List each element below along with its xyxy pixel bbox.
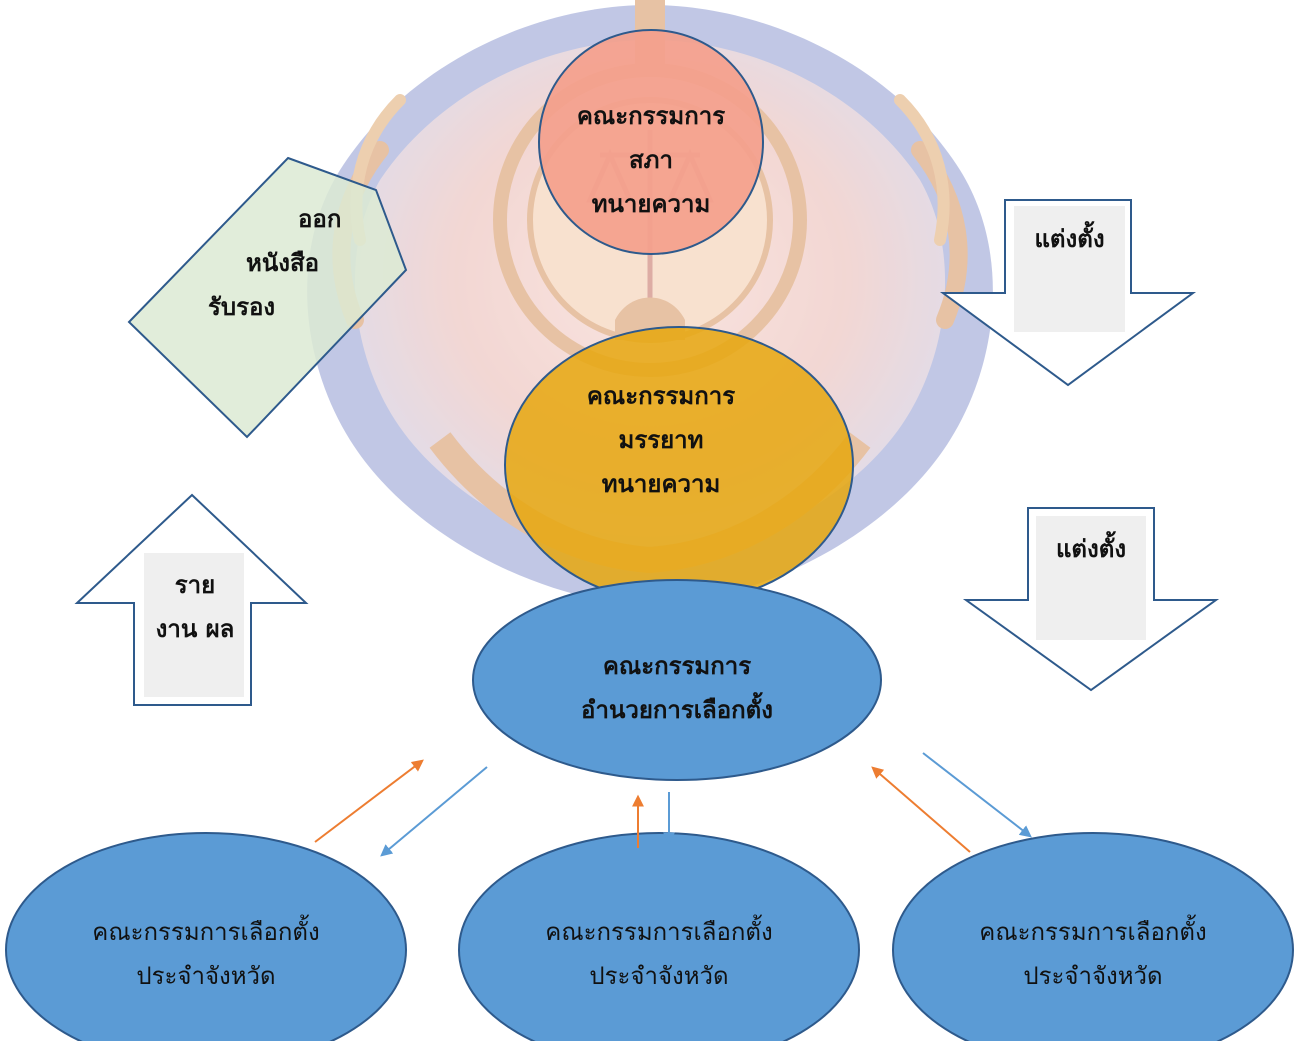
report-up-arrow-left [314,759,424,843]
report-arrow-box [144,553,244,697]
council-label: คณะกรรมการ สภา ทนายความ [576,102,726,218]
province-label-2: คณะกรรมการเลือกตั้ง ประจำจังหวัด [545,918,773,990]
report-arrow-label: ราย งาน ผล [155,571,235,643]
report-up-arrow-right [871,766,971,853]
director-label: คณะกรรมการ อำนวยการเลือกตั้ง [581,652,773,724]
province-ellipse-1 [5,832,407,1041]
ethics-label: คณะกรรมการ มรรยาท ทนายความ [586,382,736,498]
appoint-arrow-1-label: แต่งตั้ง [1034,225,1105,253]
certificate-shape [127,156,408,439]
appoint-arrow-2-label: แต่งตั้ง [1055,535,1127,563]
command-down-arrow-right [922,752,1032,838]
province-ellipse-3 [892,832,1294,1041]
command-down-arrow-left [380,766,488,857]
province-label-1: คณะกรรมการเลือกตั้ง ประจำจังหวัด [92,918,320,990]
certificate-label: ออก หนังสือ รับรอง [208,205,342,321]
province-label-3: คณะกรรมการเลือกตั้ง ประจำจังหวัด [979,918,1207,990]
director-ellipse [472,579,882,781]
appoint-arrow-2-box [1036,516,1146,640]
province-ellipse-2 [458,832,860,1041]
appoint-arrow-1-box [1014,206,1125,332]
council-circle [538,29,764,255]
